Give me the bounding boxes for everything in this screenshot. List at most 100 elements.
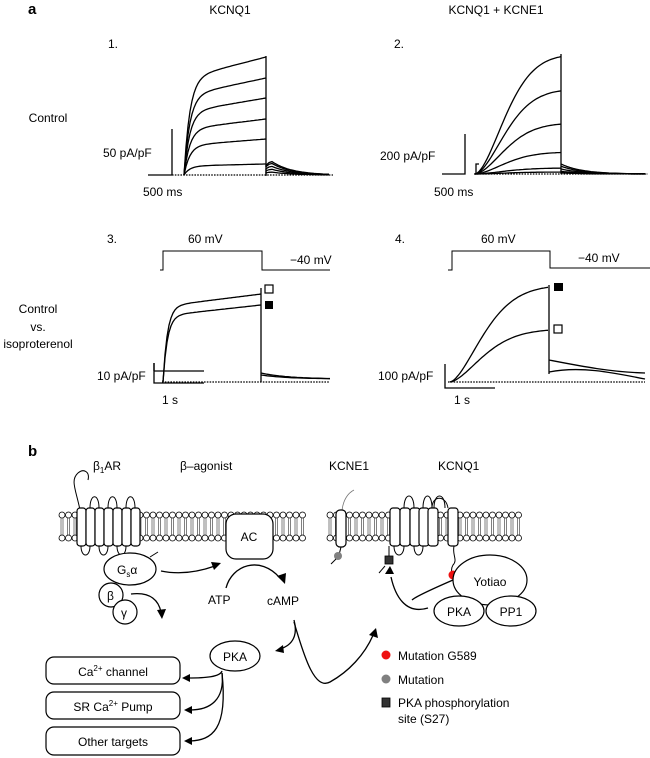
beta1-ar-label: β1AR	[93, 459, 121, 475]
lipid-tail	[348, 518, 351, 535]
row-label-control-2: Control	[19, 302, 58, 316]
current-trace	[183, 77, 267, 176]
tail-current	[548, 368, 646, 380]
legend-label-mutation-g589: Mutation G589	[398, 649, 477, 663]
legend-label-pka-site: PKA phosphorylation	[398, 696, 509, 710]
lipid-tail	[387, 518, 390, 535]
subpanel-3: 3. 60 mV −40 mV 10 pA/pF 1 s	[97, 232, 332, 407]
kcnq1-label: KCNQ1	[438, 459, 480, 473]
current-trace	[474, 123, 562, 175]
current-trace	[474, 151, 562, 175]
lipid-head	[495, 511, 503, 519]
lipid-head	[65, 511, 72, 519]
lipid-tail	[145, 518, 148, 535]
lipid-head	[182, 534, 189, 542]
target-other-label: Other targets	[78, 735, 148, 749]
time-scale-label: 500 ms	[434, 185, 473, 199]
lipid-tail	[275, 518, 278, 535]
lipid-head	[182, 511, 189, 519]
pp1	[485, 595, 537, 627]
g-protein-anchor	[149, 551, 159, 558]
current-scale-label: 200 pA/pF	[380, 149, 435, 163]
lipid-tail	[354, 518, 358, 535]
lipid-head	[299, 534, 306, 542]
receptor-helix	[130, 507, 141, 547]
time-scale-label: 500 ms	[143, 185, 182, 199]
lipid-head	[156, 511, 163, 519]
lipid-tail	[190, 518, 194, 535]
tail-current	[548, 359, 646, 374]
lipid-head	[463, 511, 470, 519]
kcne1-subunit	[330, 489, 355, 565]
scale-bar	[442, 134, 466, 175]
lipid-head	[208, 511, 215, 519]
lipid-head	[508, 534, 516, 542]
current-trace	[183, 163, 266, 176]
current-trace	[474, 90, 562, 175]
lipid-head	[143, 511, 150, 519]
lipid-head	[463, 534, 470, 542]
beta1-adrenergic-receptor	[73, 470, 141, 556]
dark-square-icon	[381, 697, 391, 708]
adenylyl-cyclase: AC	[225, 513, 274, 560]
subpanel-number: 3.	[107, 232, 117, 246]
beta-agonist-label: β–agonist	[180, 459, 233, 473]
lipid-head	[175, 511, 183, 519]
channel-loop	[393, 545, 405, 556]
lipid-head	[169, 534, 176, 542]
lipid-head	[502, 534, 509, 542]
lipid-head	[221, 511, 228, 519]
receptor-n-terminus	[73, 470, 89, 511]
lipid-head	[214, 511, 222, 519]
lipid-tail	[510, 518, 514, 535]
lipid-head	[372, 511, 379, 519]
tail-current	[260, 374, 331, 380]
subpanel-number: 2.	[394, 37, 404, 51]
channel-helix	[389, 507, 401, 547]
step-voltage-label: 60 mV	[481, 232, 516, 246]
lipid-head	[292, 534, 300, 542]
lipid-head	[279, 511, 287, 519]
lipid-head	[469, 511, 477, 519]
g-gamma-subunit	[112, 599, 138, 625]
ac-box	[225, 513, 274, 560]
channel-loop	[413, 545, 424, 556]
lipid-tail	[177, 518, 181, 535]
lipid-head	[201, 534, 209, 542]
arrowhead	[184, 706, 192, 714]
lipid-tail	[164, 518, 168, 535]
pka-targets: Ca2+ channel SR Ca2+ Pump Other targets	[45, 656, 224, 756]
lipid-head	[162, 511, 170, 519]
current-trace	[183, 97, 267, 176]
lipid-head	[208, 534, 215, 542]
current-trace	[162, 293, 262, 383]
g-beta-gamma-arrow	[130, 592, 162, 613]
receptor-loop	[107, 496, 118, 509]
row-label-vs: vs.	[30, 320, 45, 334]
lipid-tail	[361, 518, 364, 535]
lipid-tail	[158, 518, 161, 535]
lipid-head	[273, 534, 280, 542]
arrowhead	[277, 573, 286, 584]
kcne1-extracellular-tail	[341, 489, 355, 512]
pp1-label: PP1	[500, 605, 523, 619]
lipid-tail	[465, 518, 468, 535]
atp-label: ATP	[208, 593, 230, 607]
lipid-tail	[380, 518, 384, 535]
lipid-head	[378, 534, 386, 542]
red-dot-icon	[381, 650, 391, 660]
panel-b-letter: b	[28, 443, 37, 460]
lipid-head	[378, 511, 386, 519]
arrowhead	[369, 628, 378, 638]
arrowhead	[385, 566, 394, 574]
ac-label: AC	[241, 530, 258, 544]
column-title-kcnq1: KCNQ1	[209, 3, 251, 17]
lipid-tail	[73, 518, 77, 535]
channel-helix	[399, 507, 411, 547]
pka-cytosolic-label: PKA	[223, 650, 247, 664]
lipid-tail	[216, 518, 220, 535]
receptor-loop	[89, 496, 100, 509]
gs-to-ac-arrow	[160, 565, 216, 574]
target-ca-channel-label: Ca2+ channel	[78, 664, 148, 679]
